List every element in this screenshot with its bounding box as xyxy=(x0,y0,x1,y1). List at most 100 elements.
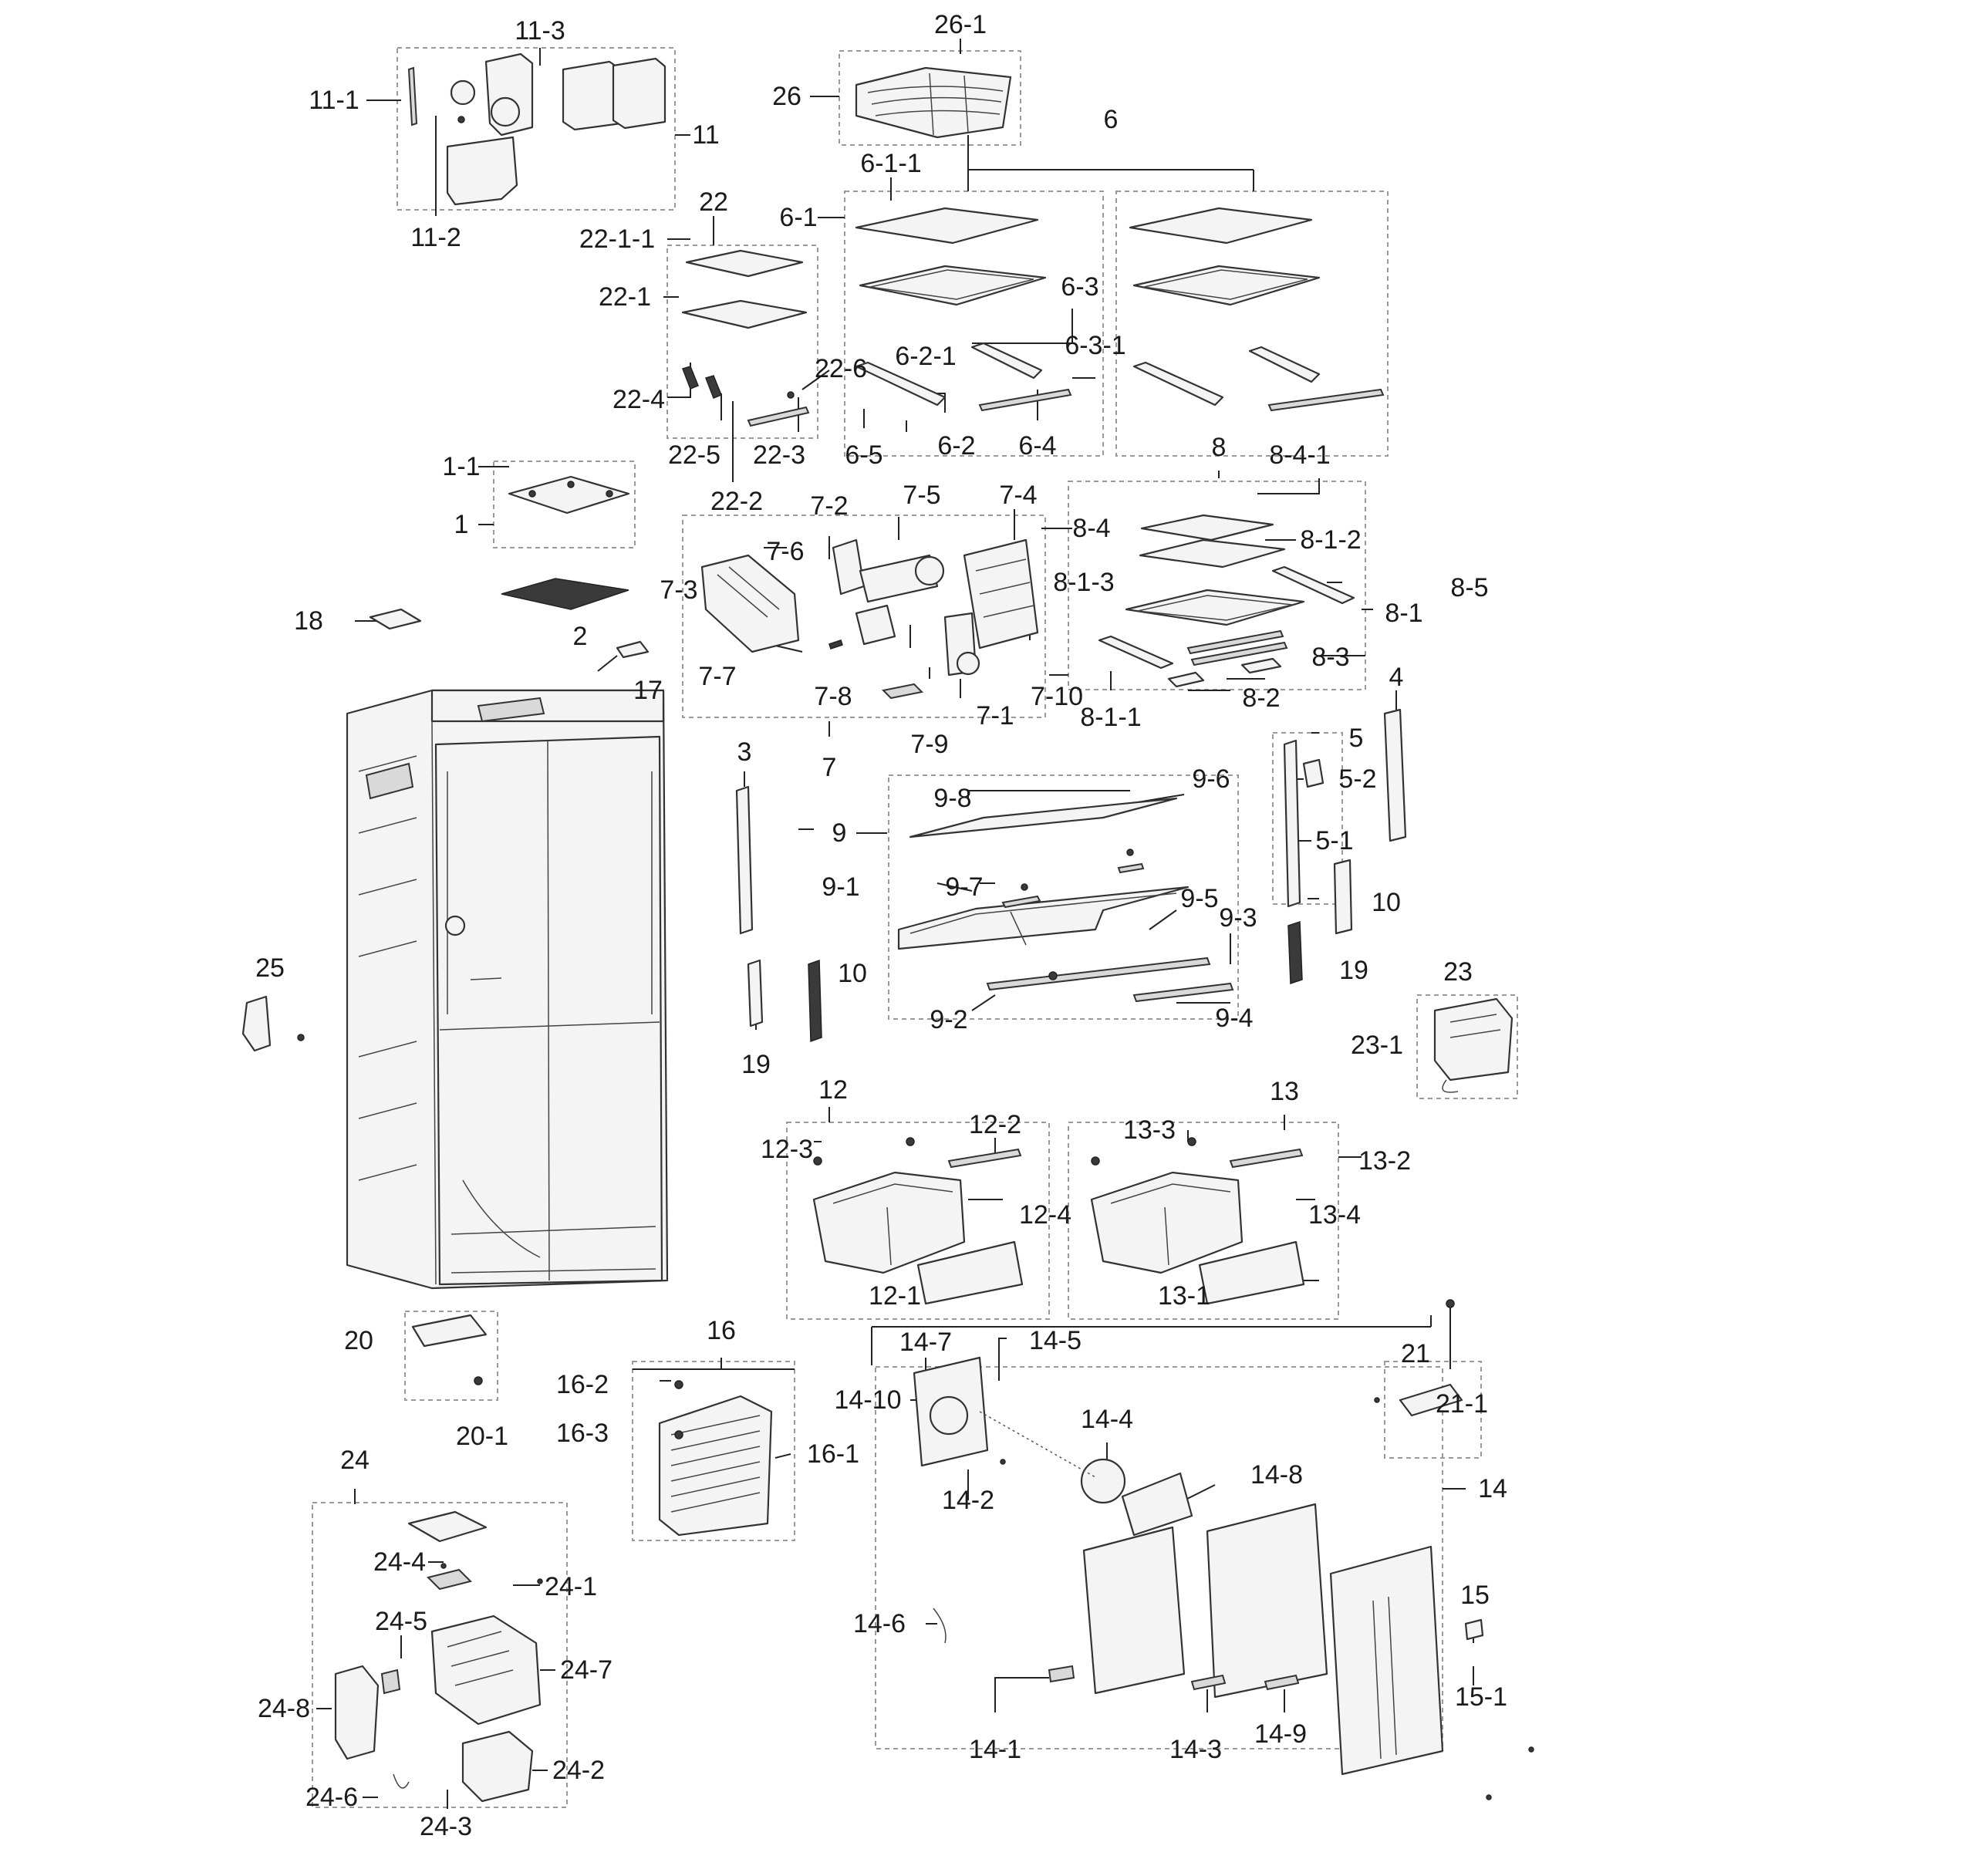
label-13-1: 13-1 xyxy=(1157,1281,1211,1311)
label-11-2: 11-2 xyxy=(410,223,461,252)
label-9-1: 9-1 xyxy=(822,872,860,902)
label-7-5: 7-5 xyxy=(903,481,941,510)
label-4: 4 xyxy=(1389,663,1404,692)
label-9: 9 xyxy=(832,818,847,848)
label-11: 11 xyxy=(692,120,720,150)
label-11-1: 11-1 xyxy=(309,86,359,115)
label-2: 2 xyxy=(572,622,588,651)
label-8-1-2: 8-1-2 xyxy=(1300,525,1362,555)
label-8-1: 8-1 xyxy=(1385,599,1423,628)
label-14-10: 14-10 xyxy=(834,1385,902,1415)
label-7-2: 7-2 xyxy=(810,491,849,521)
label-7-3: 7-3 xyxy=(660,575,698,605)
label-7-4: 7-4 xyxy=(999,481,1038,510)
label-9-5: 9-5 xyxy=(1180,884,1219,913)
label-9-2: 9-2 xyxy=(930,1005,968,1034)
label-9-3: 9-3 xyxy=(1219,903,1257,933)
label-6-4: 6-4 xyxy=(1018,431,1057,461)
label-7-8: 7-8 xyxy=(814,682,852,711)
refrigerator-cabinet xyxy=(346,689,669,1290)
label-7-10: 7-10 xyxy=(1030,682,1084,711)
label-12-1: 12-1 xyxy=(868,1281,922,1311)
label-6-2-1: 6-2-1 xyxy=(895,342,957,371)
part-drawings xyxy=(241,52,1513,1803)
label-6-1-1: 6-1-1 xyxy=(860,149,922,178)
label-13-4: 13-4 xyxy=(1308,1200,1362,1230)
label-5-1: 5-1 xyxy=(1315,826,1354,855)
label-3: 3 xyxy=(737,737,752,767)
label-13: 13 xyxy=(1270,1077,1299,1106)
label-7: 7 xyxy=(822,753,837,782)
label-14-5: 14-5 xyxy=(1028,1326,1082,1355)
label-8-1-3: 8-1-3 xyxy=(1053,568,1115,597)
label-16-1: 16-1 xyxy=(806,1439,860,1469)
label-22-3: 22-3 xyxy=(752,440,806,470)
label-8-5: 8-5 xyxy=(1450,573,1489,602)
label-7-6: 7-6 xyxy=(766,537,805,566)
label-7-7: 7-7 xyxy=(698,662,737,691)
label-24-3: 24-3 xyxy=(419,1812,473,1841)
label-14: 14 xyxy=(1478,1474,1507,1503)
label-14-6: 14-6 xyxy=(852,1609,906,1638)
label-22-6: 22-6 xyxy=(814,354,868,383)
label-1-1: 1-1 xyxy=(442,452,481,481)
label-13-3: 13-3 xyxy=(1122,1115,1176,1145)
label-8-2: 8-2 xyxy=(1242,683,1281,713)
label-10-right: 10 xyxy=(1372,888,1401,917)
label-7-1: 7-1 xyxy=(976,701,1014,730)
label-24-2: 24-2 xyxy=(552,1756,606,1785)
label-20: 20 xyxy=(344,1326,373,1355)
label-22-4: 22-4 xyxy=(612,385,666,414)
group-boxes xyxy=(312,47,1518,1808)
label-15: 15 xyxy=(1460,1581,1490,1610)
label-8-4: 8-4 xyxy=(1072,514,1111,543)
label-8-4-1: 8-4-1 xyxy=(1269,440,1331,470)
label-16-3: 16-3 xyxy=(555,1419,609,1448)
label-18: 18 xyxy=(294,606,323,636)
label-22: 22 xyxy=(699,187,728,217)
label-14-1: 14-1 xyxy=(968,1735,1022,1764)
label-24-5: 24-5 xyxy=(374,1607,428,1636)
label-7-9: 7-9 xyxy=(910,730,949,759)
label-14-8: 14-8 xyxy=(1250,1460,1304,1490)
label-6-2: 6-2 xyxy=(937,431,976,461)
label-15-1: 15-1 xyxy=(1454,1682,1508,1712)
label-24-8: 24-8 xyxy=(257,1694,311,1723)
label-5-2: 5-2 xyxy=(1338,764,1377,794)
label-14-3: 14-3 xyxy=(1169,1735,1223,1764)
label-14-4: 14-4 xyxy=(1080,1405,1134,1434)
label-12: 12 xyxy=(818,1075,848,1105)
label-21: 21 xyxy=(1401,1339,1430,1368)
label-22-5: 22-5 xyxy=(667,440,721,470)
label-22-1-1: 22-1-1 xyxy=(579,224,656,254)
label-8-1-1: 8-1-1 xyxy=(1080,703,1142,732)
label-12-2: 12-2 xyxy=(968,1110,1022,1139)
label-14-9: 14-9 xyxy=(1254,1719,1308,1749)
label-22-2: 22-2 xyxy=(710,487,764,516)
label-24-1: 24-1 xyxy=(544,1572,598,1601)
leader-lines xyxy=(316,39,1474,1809)
label-16: 16 xyxy=(707,1316,736,1345)
label-16-2: 16-2 xyxy=(555,1370,609,1399)
label-24-7: 24-7 xyxy=(559,1655,613,1685)
label-24: 24 xyxy=(340,1446,370,1475)
label-14-2: 14-2 xyxy=(941,1486,995,1515)
label-25: 25 xyxy=(255,953,285,983)
label-23-1: 23-1 xyxy=(1350,1031,1404,1060)
label-24-4: 24-4 xyxy=(373,1547,427,1577)
label-20-1: 20-1 xyxy=(455,1422,509,1451)
screw-markers xyxy=(440,1397,1534,1800)
label-12-3: 12-3 xyxy=(760,1135,814,1164)
label-13-2: 13-2 xyxy=(1358,1146,1412,1176)
label-9-8: 9-8 xyxy=(933,784,972,813)
label-8: 8 xyxy=(1211,433,1227,462)
label-8-3: 8-3 xyxy=(1311,643,1350,672)
label-19-right: 19 xyxy=(1339,956,1368,985)
label-23: 23 xyxy=(1443,957,1473,987)
label-9-6: 9-6 xyxy=(1192,764,1230,794)
label-14-7: 14-7 xyxy=(899,1328,953,1357)
label-9-7: 9-7 xyxy=(945,872,984,902)
label-1: 1 xyxy=(454,510,469,539)
label-6: 6 xyxy=(1103,105,1119,134)
